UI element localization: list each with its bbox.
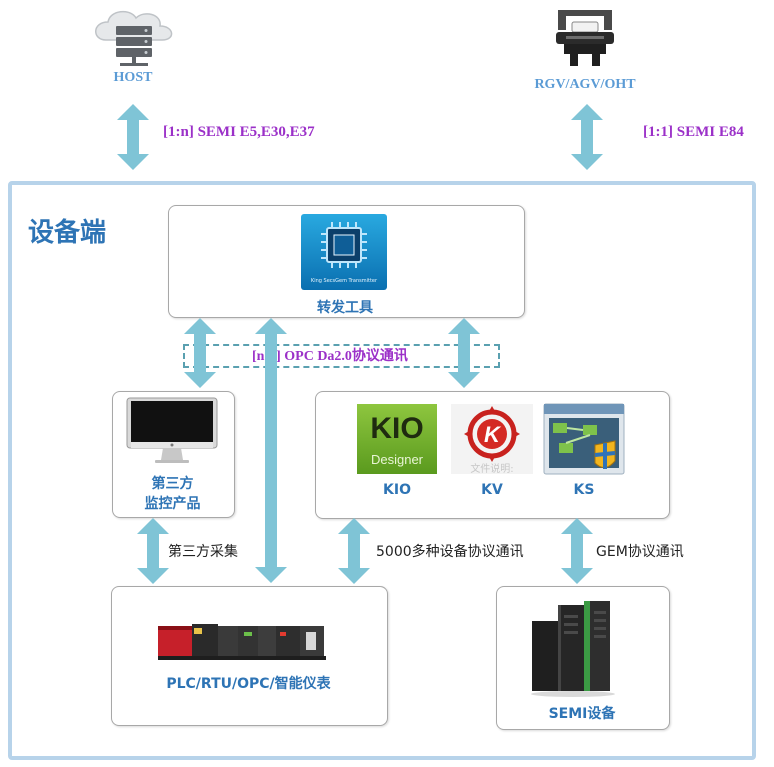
- transfer-tool-label: 转发工具: [317, 300, 373, 316]
- rgv-label: RGV/AGV/OHT: [534, 77, 636, 92]
- kv-logo-icon: K 文件说明:: [451, 404, 533, 475]
- opc-protocol-band: [183, 344, 500, 368]
- ks-label: KS: [573, 482, 595, 498]
- chip-icon: King SecsGem Transmitter: [301, 214, 387, 290]
- kv-logo-sub: 文件说明:: [470, 464, 514, 475]
- third-party-plc-arrow: [137, 518, 169, 584]
- rgv-machine-icon: [552, 8, 618, 70]
- multi-protocol-label: 5000多种设备协议通讯: [376, 544, 524, 560]
- transfer-plc-long-arrow: [255, 318, 287, 583]
- kio-designer-icon: KIO Designer: [357, 404, 437, 474]
- third-party-label-line2: 监控产品: [144, 496, 201, 512]
- rgv-protocol-label: [1:1] SEMI E84: [643, 124, 744, 140]
- third-party-collect-label: 第三方采集: [168, 544, 238, 560]
- transfer-products-arrow: [448, 318, 480, 388]
- monitor-icon: [125, 396, 219, 466]
- rgv-double-arrow: [571, 104, 603, 170]
- ks-logo-icon: [543, 403, 625, 475]
- kio-logo-text: KIO: [370, 412, 424, 445]
- host-icon: [88, 8, 180, 70]
- equipment-side-title: 设备端: [28, 218, 107, 248]
- products-plc-arrow: [338, 518, 370, 584]
- host-double-arrow: [117, 104, 149, 170]
- server-rack-icon: [528, 597, 618, 699]
- third-party-label-line1: 第三方: [151, 476, 194, 492]
- semi-label: SEMI设备: [548, 706, 616, 722]
- kio-logo-sub: Designer: [370, 452, 424, 467]
- plc-device-icon: [158, 620, 326, 664]
- products-semi-arrow: [561, 518, 593, 584]
- kio-label: KIO: [383, 482, 411, 498]
- chip-icon-caption: King SecsGem Transmitter: [310, 278, 378, 284]
- host-label: HOST: [113, 70, 153, 85]
- kv-logo-letter: K: [484, 422, 500, 447]
- gem-protocol-label: GEM协议通讯: [596, 544, 684, 560]
- host-protocol-label: [1:n] SEMI E5,E30,E37: [163, 124, 315, 140]
- transfer-third-party-arrow: [184, 318, 216, 388]
- opc-protocol-label: [n:1] OPC Da2.0协议通讯: [252, 349, 408, 364]
- plc-label: PLC/RTU/OPC/智能仪表: [166, 676, 331, 692]
- kv-label: KV: [481, 482, 503, 498]
